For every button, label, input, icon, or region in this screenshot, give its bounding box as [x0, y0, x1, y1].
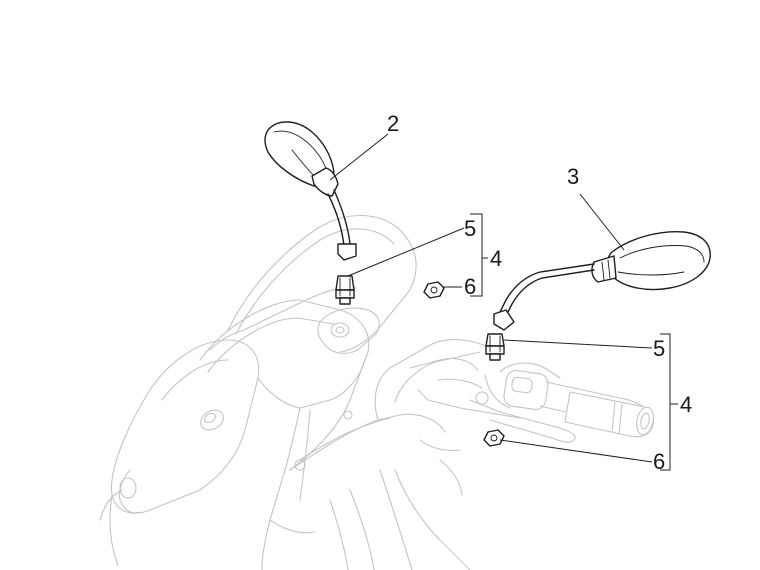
- left-adapter: [335, 275, 355, 305]
- leader-left-adapter: [347, 227, 465, 277]
- leader-right-nut: [499, 439, 653, 463]
- leader-lines: [329, 133, 678, 471]
- leader-right-adapter: [503, 339, 653, 349]
- leader-right-mirror: [579, 193, 625, 251]
- callout-right-kit: 4: [680, 392, 692, 417]
- callout-left-nut: 6: [464, 274, 476, 299]
- callout-left-adapter: 5: [464, 216, 476, 241]
- right-adapter: [485, 333, 505, 361]
- callout-right-mirror: 3: [567, 164, 579, 189]
- bracket-left-kit: [470, 213, 483, 297]
- right-mirror: [493, 230, 711, 331]
- bracket-right-kit: [660, 333, 671, 471]
- callout-right-adapter: 5: [653, 336, 665, 361]
- callout-left-kit: 4: [490, 246, 502, 271]
- right-nut: [483, 429, 505, 447]
- callout-right-nut: 6: [653, 449, 665, 474]
- scooter-front-outline: [99, 215, 655, 570]
- callout-left-mirror: 2: [387, 111, 399, 136]
- leader-left-mirror: [329, 133, 389, 181]
- left-nut: [423, 281, 445, 299]
- left-mirror: [264, 121, 357, 261]
- callout-labels: 2 3 5 4 6 5 4 6: [387, 111, 692, 474]
